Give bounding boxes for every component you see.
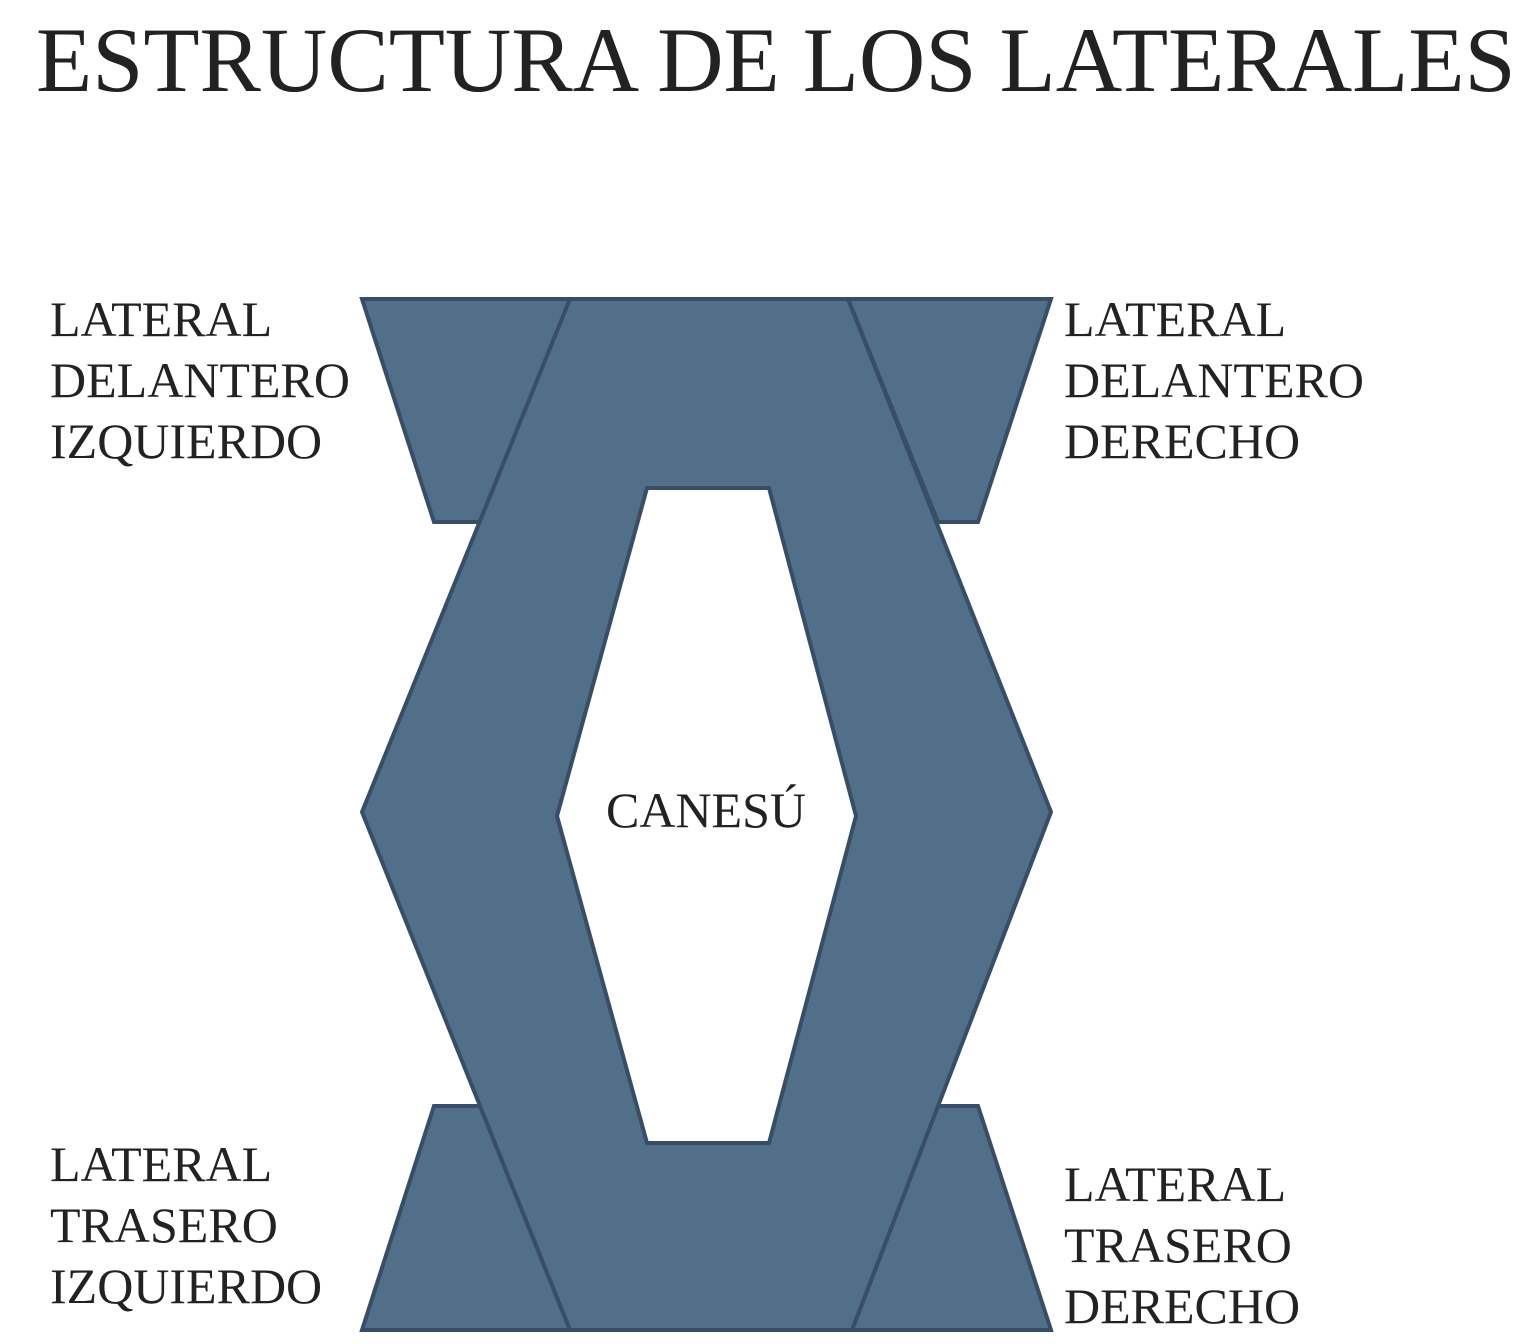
- label-front-right-line-1: LATERAL: [1064, 291, 1287, 347]
- label-front-right: LATERAL DELANTERO DERECHO: [1064, 289, 1364, 472]
- label-back-right-line-3: DERECHO: [1064, 1278, 1301, 1334]
- label-back-right: LATERAL TRASERO DERECHO: [1064, 1154, 1300, 1337]
- label-back-left-line-3: IZQUIERDO: [50, 1258, 323, 1314]
- label-canesu: CANESÚ: [605, 782, 807, 838]
- label-front-right-line-2: DELANTERO: [1064, 352, 1364, 408]
- label-front-left-line-2: DELANTERO: [50, 352, 350, 408]
- label-back-right-line-2: TRASERO: [1064, 1217, 1292, 1273]
- canesu-ring: [359, 297, 1054, 1332]
- label-front-right-line-3: DERECHO: [1064, 413, 1301, 469]
- label-front-left: LATERAL DELANTERO IZQUIERDO: [50, 289, 350, 472]
- label-front-left-line-1: LATERAL: [50, 291, 273, 347]
- diagram-title: ESTRUCTURA DE LOS LATERALES: [36, 9, 1516, 111]
- label-back-left-line-2: TRASERO: [50, 1197, 278, 1253]
- label-front-left-line-3: IZQUIERDO: [50, 413, 323, 469]
- label-back-left: LATERAL TRASERO IZQUIERDO: [50, 1134, 322, 1317]
- label-back-left-line-1: LATERAL: [50, 1136, 273, 1192]
- label-back-right-line-1: LATERAL: [1064, 1156, 1287, 1212]
